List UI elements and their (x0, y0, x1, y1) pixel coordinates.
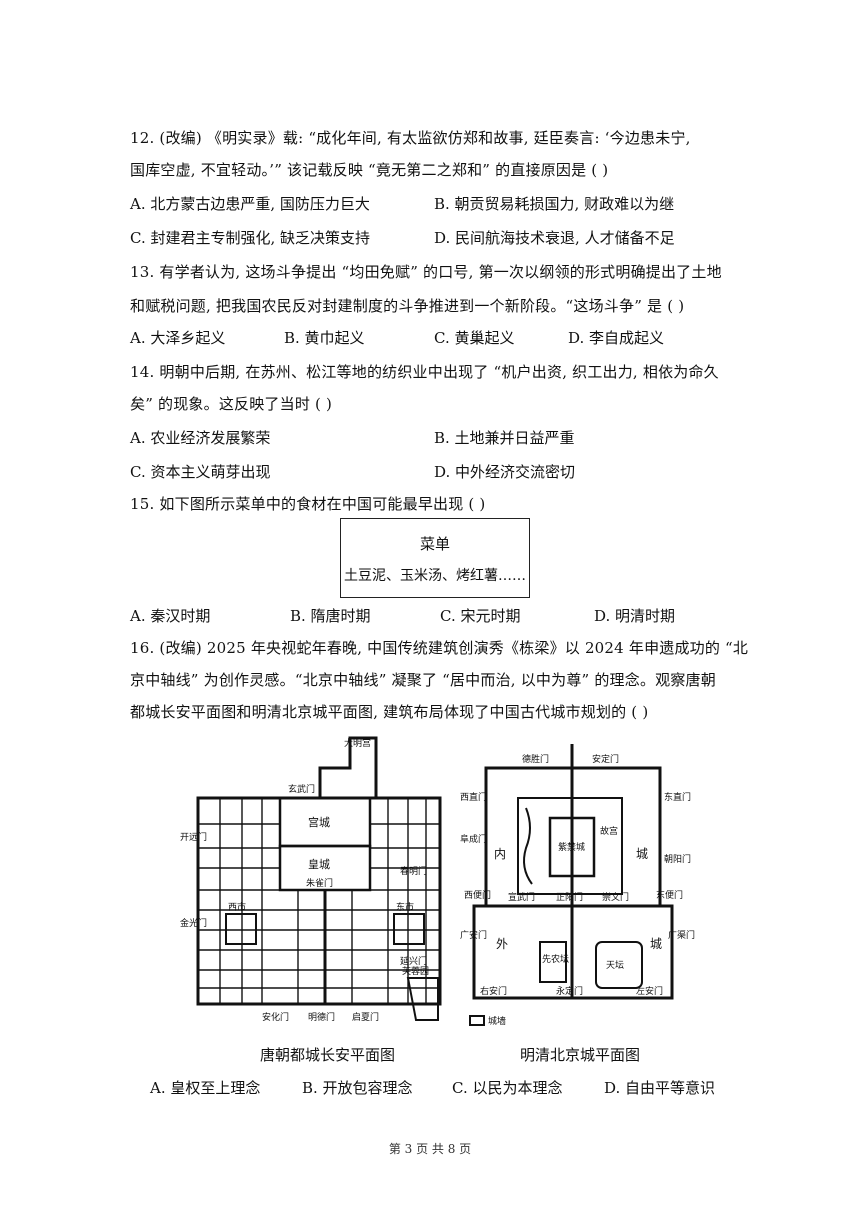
beijing-label-xuanwu: 宣武门 (508, 891, 535, 903)
changan-label-anhua: 安化门 (262, 1011, 289, 1023)
q12-option-d: D. 民间航海技术衰退, 人才储备不足 (434, 229, 675, 247)
changan-label-mingde: 明德门 (308, 1011, 335, 1023)
beijing-label-guanganmen: 广安门 (460, 929, 487, 941)
q15-option-d: D. 明清时期 (594, 607, 676, 625)
beijing-label-dongzhi: 东直门 (664, 791, 691, 803)
beijing-label-desheng: 德胜门 (522, 753, 549, 765)
q12-option-c: C. 封建君主专制强化, 缺乏决策支持 (130, 229, 371, 247)
q15-stem-line1: 15. 如下图所示菜单中的食材在中国可能最早出现 ( ) (130, 495, 486, 513)
changan-label-dongshi: 东市 (396, 901, 414, 913)
q16-option-c: C. 以民为本理念 (452, 1079, 563, 1097)
q14-stem-line1: 14. 明朝中后期, 在苏州、松江等地的纺织业中出现了 “机户出资, 织工出力,… (130, 363, 719, 381)
q12-option-b: B. 朝贡贸易耗损国力, 财政难以为继 (434, 195, 675, 213)
q12-stem-line2: 国库空虚, 不宜轻动。’” 该记载反映 “竟无第二之郑和” 的直接原因是 ( ) (130, 161, 609, 179)
q13-option-a: A. 大泽乡起义 (130, 329, 226, 347)
beijing-label-wai-cheng: 城 (650, 937, 662, 951)
q16-stem-line3: 都城长安平面图和明清北京城平面图, 建筑布局体现了中国古代城市规划的 ( ) (130, 703, 649, 721)
changan-map-caption: 唐朝都城长安平面图 (260, 1046, 396, 1064)
beijing-label-yongding: 永定门 (556, 985, 583, 997)
beijing-label-chongwen: 崇文门 (602, 891, 629, 903)
beijing-label-anding: 安定门 (592, 753, 619, 765)
changan-label-gongcheng: 宫城 (308, 815, 330, 829)
q16-stem-line1: 16. (改编) 2025 年央视蛇年春晚, 中国传统建筑创演秀《栋梁》以 20… (130, 639, 749, 657)
q14-option-d: D. 中外经济交流密切 (434, 463, 576, 481)
beijing-label-zuoan: 左安门 (636, 985, 663, 997)
beijing-label-guangqu: 广渠门 (668, 929, 695, 941)
changan-label-jinguang: 金光门 (180, 917, 207, 929)
changan-label-furong: 芙蓉园 (402, 965, 429, 977)
beijing-map: 德胜门 安定门 西直门 阜成门 东直门 朝阳门 紫禁城 故宫 内 城 宣武门 正… (460, 744, 695, 1027)
q15-option-c: C. 宋元时期 (440, 607, 521, 625)
q15-option-a: A. 秦汉时期 (130, 607, 211, 625)
beijing-label-xibian: 西便门 (464, 889, 491, 901)
beijing-label-gugong: 故宫 (600, 825, 618, 837)
q14-option-b: B. 土地兼并日益严重 (434, 429, 575, 447)
q16-option-a: A. 皇权至上理念 (150, 1079, 261, 1097)
beijing-legend-swatch (469, 1015, 485, 1026)
q16-stem-line2: 京中轴线” 为创作灵感。“北京中轴线” 凝聚了 “居中而治, 以中为尊” 的理念… (130, 671, 716, 689)
beijing-label-fucheng: 阜成门 (460, 833, 487, 845)
q13-option-d: D. 李自成起义 (568, 329, 665, 347)
beijing-label-wai: 外 (496, 937, 508, 951)
changan-label-xuanwu: 玄武门 (288, 783, 315, 795)
beijing-label-dongbian: 东便门 (656, 889, 683, 901)
q16-option-d: D. 自由平等意识 (604, 1079, 716, 1097)
changan-label-qixia: 启夏门 (352, 1011, 379, 1023)
q14-option-c: C. 资本主义萌芽出现 (130, 463, 271, 481)
page-footer: 第 3 页 共 8 页 (388, 1142, 472, 1156)
changan-label-daming: 大明宫 (344, 737, 371, 749)
beijing-label-xiannong: 先农坛 (542, 953, 569, 965)
beijing-label-cheng: 城 (636, 847, 648, 861)
q14-option-a: A. 农业经济发展繁荣 (130, 429, 271, 447)
q13-option-b: B. 黄巾起义 (284, 329, 365, 347)
q13-option-c: C. 黄巢起义 (434, 329, 515, 347)
beijing-label-chaoyang: 朝阳门 (664, 853, 691, 865)
changan-label-zhuque: 朱雀门 (306, 877, 333, 889)
q13-stem-line1: 13. 有学者认为, 这场斗争提出 “均田免赋” 的口号, 第一次以纲领的形式明… (130, 263, 722, 281)
beijing-label-tiantan: 天坛 (606, 960, 624, 971)
q13-stem-line2: 和赋税问题, 把我国农民反对封建制度的斗争推进到一个新阶段。“这场斗争” 是 (… (130, 297, 685, 315)
beijing-map-caption: 明清北京城平面图 (520, 1046, 641, 1064)
q12-option-a: A. 北方蒙古边患严重, 国防压力巨大 (130, 195, 370, 213)
beijing-label-xizhi: 西直门 (460, 791, 487, 803)
q12-stem-line1: 12. (改编) 《明实录》载: “成化年间, 有太监欲仿郑和故事, 廷臣奏言:… (130, 129, 691, 147)
changan-label-chunming: 春明门 (400, 865, 427, 877)
menu-card: 菜单 土豆泥、玉米汤、烤红薯…… (340, 518, 530, 598)
beijing-label-zijin: 紫禁城 (558, 842, 585, 853)
beijing-label-zhengyang: 正阳门 (556, 891, 583, 903)
menu-items: 土豆泥、玉米汤、烤红薯…… (344, 568, 526, 584)
q14-stem-line2: 矣” 的现象。这反映了当时 ( ) (130, 395, 333, 413)
changan-label-kaiyuan: 开远门 (180, 831, 207, 843)
changan-label-xishi: 西市 (228, 901, 246, 913)
menu-title: 菜单 (419, 535, 450, 553)
q16-option-b: B. 开放包容理念 (302, 1079, 413, 1097)
changan-map: 大明宫 玄武门 宫城 皇城 朱雀门 西市 东市 芙蓉园 安化门 明德门 启夏门 … (180, 736, 442, 1023)
changan-label-yanxing: 延兴门 (400, 955, 427, 967)
changan-label-huangcheng: 皇城 (308, 857, 330, 871)
q15-option-b: B. 隋唐时期 (290, 607, 371, 625)
beijing-legend-label: 城墙 (488, 1015, 506, 1027)
beijing-label-youan: 右安门 (480, 985, 507, 997)
beijing-label-nei: 内 (494, 847, 506, 861)
